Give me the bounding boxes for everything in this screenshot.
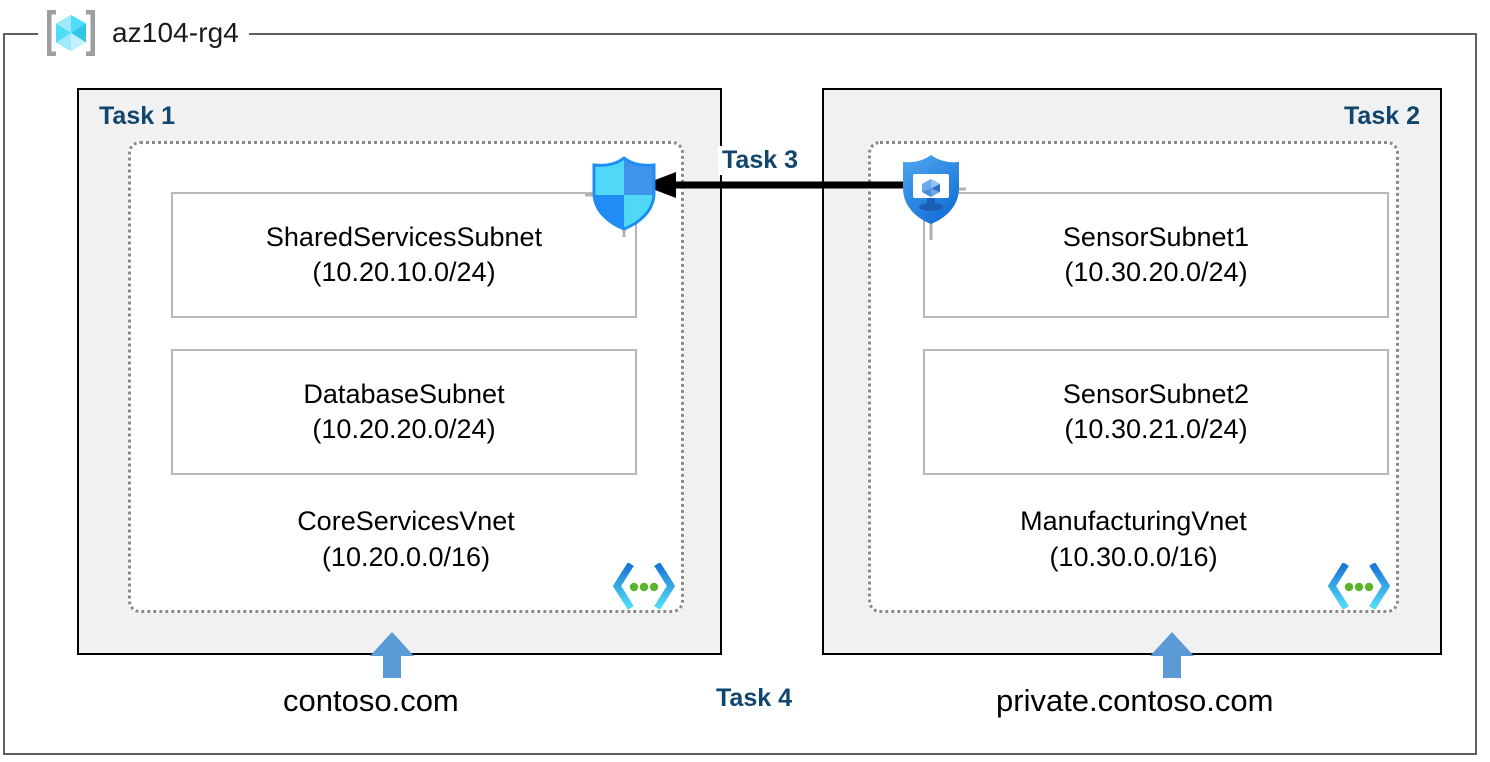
resource-group-name: az104-rg4 [112, 17, 239, 48]
up-arrow-icon [370, 632, 414, 678]
vnet-caption: CoreServicesVnet (10.20.0.0/16) [131, 504, 681, 575]
subnet-cidr: (10.30.21.0/24) [1064, 414, 1248, 444]
vnet-caption: ManufacturingVnet (10.30.0.0/16) [871, 504, 1396, 575]
azure-bastion-shield-icon [903, 155, 966, 240]
task-label-3: Task 3 [718, 146, 802, 175]
task-label-1: Task 1 [99, 102, 175, 130]
dns-zone-label-private-contoso: private.contoso.com [996, 683, 1274, 718]
subnet-sharedservicessubnet: SharedServicesSubnet (10.20.10.0/24) [171, 192, 637, 318]
peering-arrow-icon [642, 172, 908, 198]
subnet-cidr: (10.20.10.0/24) [312, 257, 496, 287]
subnet-databasesubnet: DatabaseSubnet (10.20.20.0/24) [171, 349, 637, 475]
virtual-network-icon [613, 563, 675, 609]
vnet-name: ManufacturingVnet [1020, 506, 1247, 536]
resource-group-frame [3, 33, 1477, 755]
virtual-network-icon [1328, 563, 1390, 609]
vnet-cidr: (10.20.0.0/16) [321, 541, 491, 572]
network-security-group-shield-icon [585, 156, 656, 237]
subnet-sensorsubnet1: SensorSubnet1 (10.30.20.0/24) [923, 192, 1389, 318]
up-arrow-icon [1150, 632, 1194, 678]
subnet-name: SharedServicesSubnet [265, 221, 543, 252]
vnet-name: CoreServicesVnet [297, 506, 515, 536]
subnet-name: DatabaseSubnet [303, 378, 505, 409]
subnet-cidr: (10.30.20.0/24) [1064, 257, 1248, 287]
azure-resource-group-icon [47, 10, 95, 56]
resource-group-header: az104-rg4 [38, 2, 249, 64]
task-label-2: Task 2 [1344, 102, 1420, 130]
subnet-name: SensorSubnet2 [1062, 378, 1250, 409]
dns-zone-label-contoso: contoso.com [283, 683, 459, 718]
vnet-coreservicesvnet: SharedServicesSubnet (10.20.10.0/24) Dat… [128, 141, 684, 613]
vnet-manufacturingvnet: SensorSubnet1 (10.30.20.0/24) SensorSubn… [868, 141, 1399, 613]
task-label-4: Task 4 [716, 684, 792, 712]
vnet-cidr: (10.30.0.0/16) [1049, 541, 1218, 572]
subnet-cidr: (10.20.20.0/24) [312, 414, 496, 444]
subnet-name: SensorSubnet1 [1062, 221, 1250, 252]
subnet-sensorsubnet2: SensorSubnet2 (10.30.21.0/24) [923, 349, 1389, 475]
